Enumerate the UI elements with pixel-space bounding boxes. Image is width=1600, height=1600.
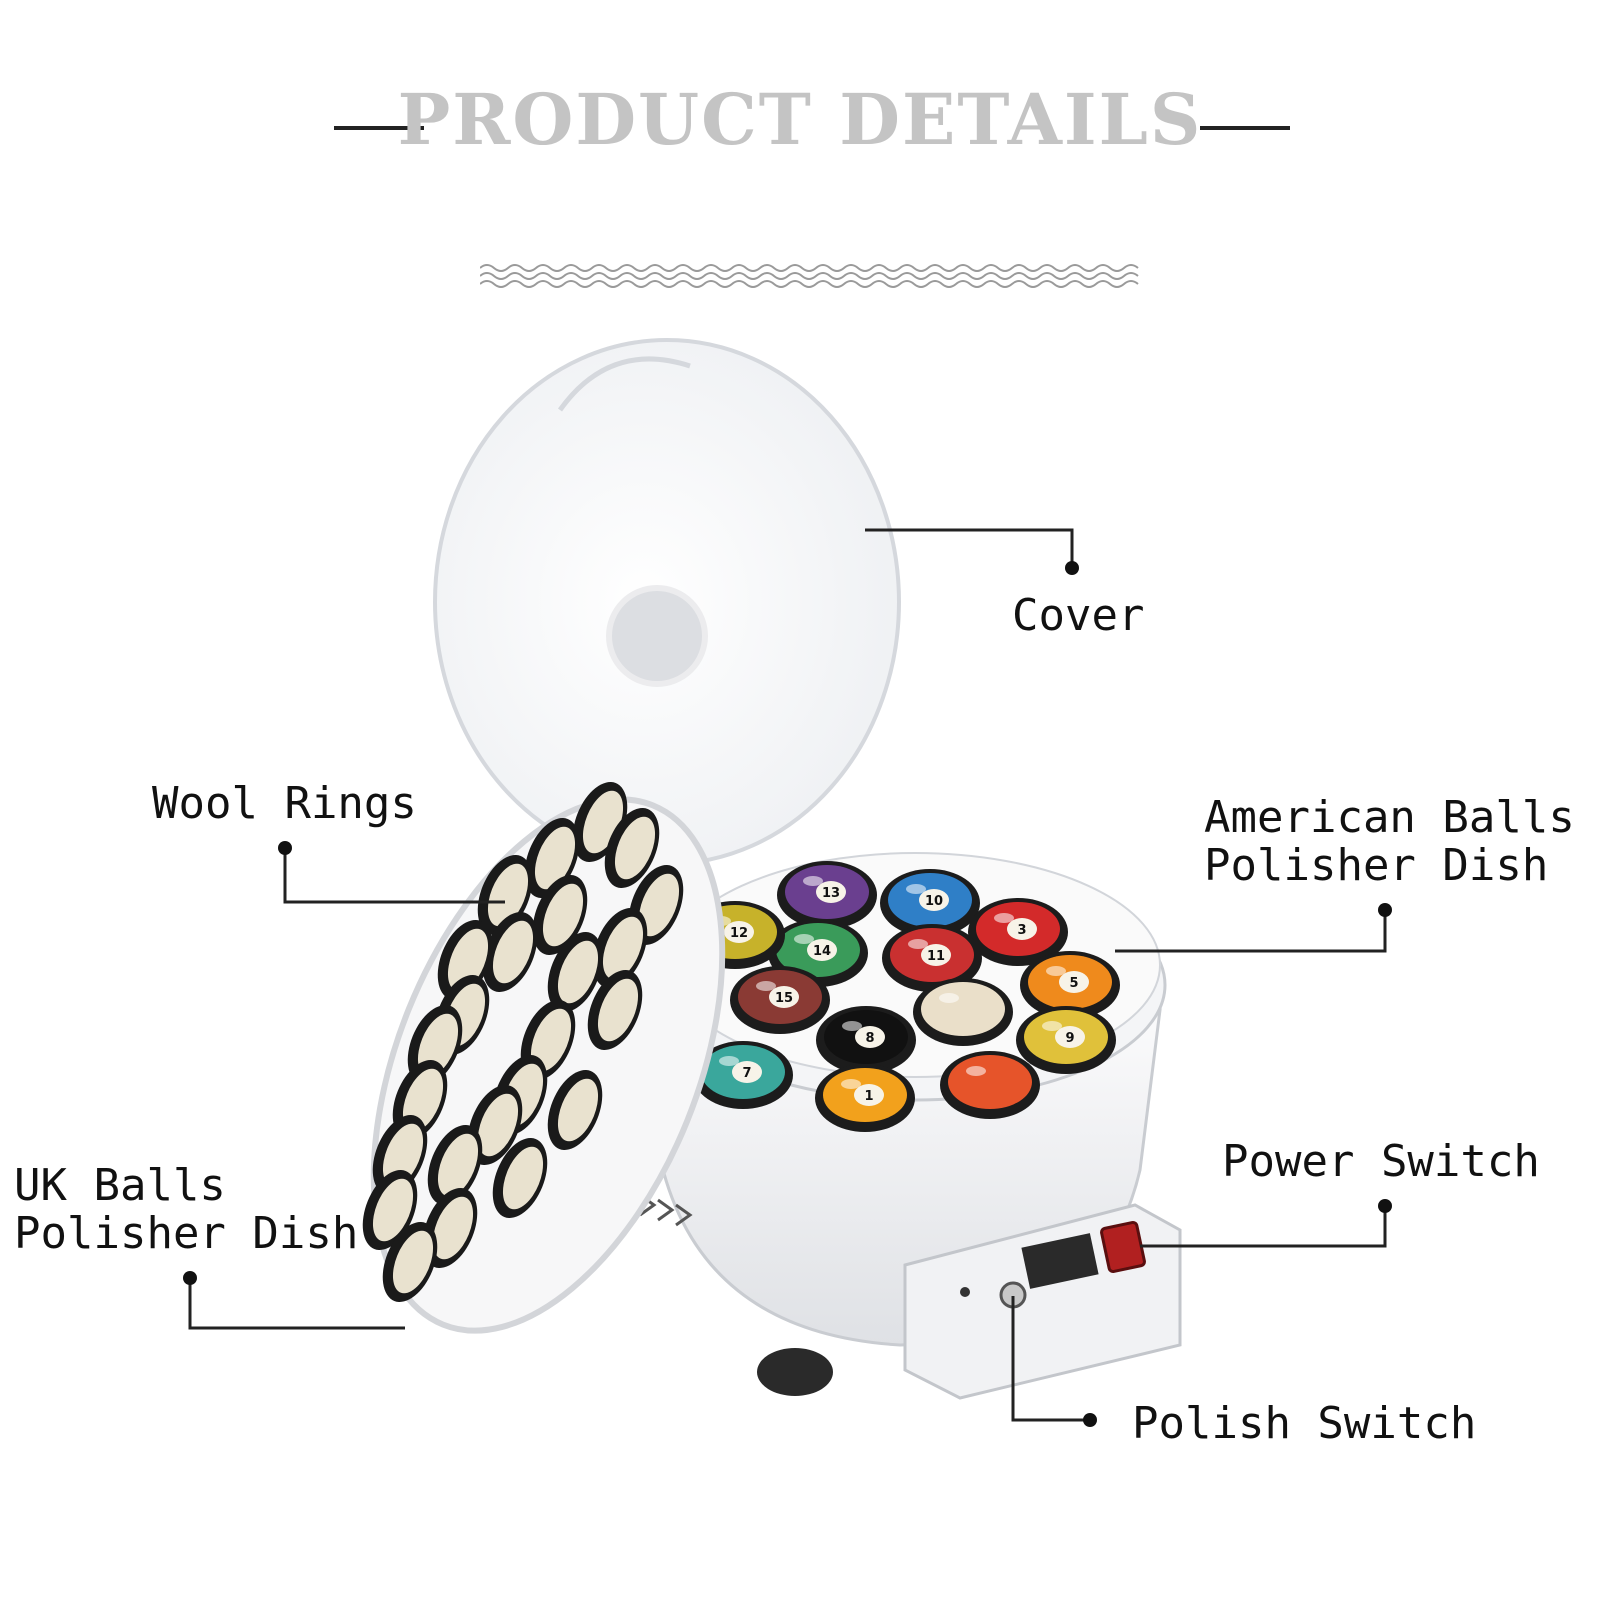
title-rule-left — [334, 126, 424, 130]
callout-dot-power — [1378, 1199, 1392, 1213]
callout-label-uk-line1: UK Balls — [14, 1160, 226, 1211]
pool-ball-number: 8 — [865, 1031, 874, 1046]
wool-ring — [427, 1125, 483, 1205]
pool-ball: 7 — [693, 1041, 793, 1109]
callout-line-uk — [188, 1278, 405, 1330]
pool-ball: 8 — [816, 1006, 916, 1074]
callout-label-wool-rings: Wool Rings — [152, 778, 417, 829]
pool-ball-number: 5 — [1069, 976, 1078, 991]
pool-ball-number: 7 — [742, 1066, 751, 1081]
pool-ball: 15 — [730, 966, 830, 1034]
callout-line-polish — [1011, 1296, 1090, 1422]
wool-ring — [547, 932, 603, 1012]
pool-ball-number: 1 — [864, 1089, 873, 1104]
callout-line-wool — [283, 848, 505, 904]
callout-dot-american — [1378, 903, 1392, 917]
pool-ball-number: 9 — [1065, 1031, 1074, 1046]
callout-line-american — [1115, 910, 1387, 953]
callout-label-uk-line2: Polisher Dish — [14, 1208, 359, 1259]
title-rule-right — [1200, 126, 1290, 130]
callout-label-polish-switch: Polish Switch — [1132, 1398, 1477, 1449]
callout-label-american-dish: American Balls Polisher Dish — [1204, 794, 1575, 890]
wool-ring — [382, 1222, 438, 1302]
pool-ball-number: 15 — [775, 991, 793, 1006]
pool-ball: 10 — [880, 869, 980, 937]
power-switch-button — [1100, 1220, 1146, 1274]
wool-rings — [362, 782, 684, 1302]
pool-ball-number: 13 — [822, 886, 840, 901]
pool-ball: 9 — [1016, 1006, 1116, 1074]
wool-ring — [547, 1070, 603, 1150]
page-title: PRODUCT DETAILS — [397, 78, 1203, 161]
callout-line-cover — [865, 528, 1074, 568]
wool-ring — [372, 1115, 428, 1195]
pool-ball-number: 10 — [925, 894, 943, 909]
callout-line-power — [1140, 1206, 1387, 1248]
callout-dot-uk — [183, 1271, 197, 1285]
callout-dot-wool — [278, 841, 292, 855]
control-label-plate — [1021, 1233, 1099, 1289]
pool-ball: 13 — [777, 861, 877, 929]
wool-ring — [604, 808, 660, 888]
pool-ball: 1 — [815, 1064, 915, 1132]
wool-ring — [592, 908, 648, 988]
pool-ball: 11 — [882, 924, 982, 992]
pool-ball — [940, 1051, 1040, 1119]
callout-label-uk-dish: UK Balls Polisher Dish — [14, 1162, 358, 1258]
callout-label-power-switch: Power Switch — [1222, 1136, 1540, 1187]
pool-ball-number: 11 — [927, 949, 945, 964]
callout-label-cover: Cover — [1012, 590, 1145, 641]
callout-dots — [183, 561, 1392, 1427]
cover-center-hub — [606, 585, 708, 687]
cover-lid — [433, 338, 901, 866]
callout-lines — [188, 528, 1387, 1422]
wool-ring — [482, 912, 538, 992]
pool-ball-number: 3 — [1017, 923, 1026, 938]
wave-divider — [480, 264, 1139, 288]
wool-ring — [532, 875, 588, 955]
wool-ring — [492, 1138, 548, 1218]
callout-label-american-line2: Polisher Dish — [1204, 840, 1549, 891]
callout-dot-cover — [1065, 561, 1079, 575]
callout-dot-polish — [1083, 1413, 1097, 1427]
device-foot — [757, 1348, 833, 1396]
pool-ball-number: 12 — [730, 926, 748, 941]
pool-ball: 3 — [968, 898, 1068, 966]
control-box — [903, 1203, 1182, 1400]
pool-ball-number: 14 — [813, 944, 831, 959]
pool-ball — [913, 978, 1013, 1046]
pool-ball: 5 — [1020, 951, 1120, 1019]
wool-ring — [587, 970, 643, 1050]
callout-label-american-line1: American Balls — [1204, 792, 1575, 843]
